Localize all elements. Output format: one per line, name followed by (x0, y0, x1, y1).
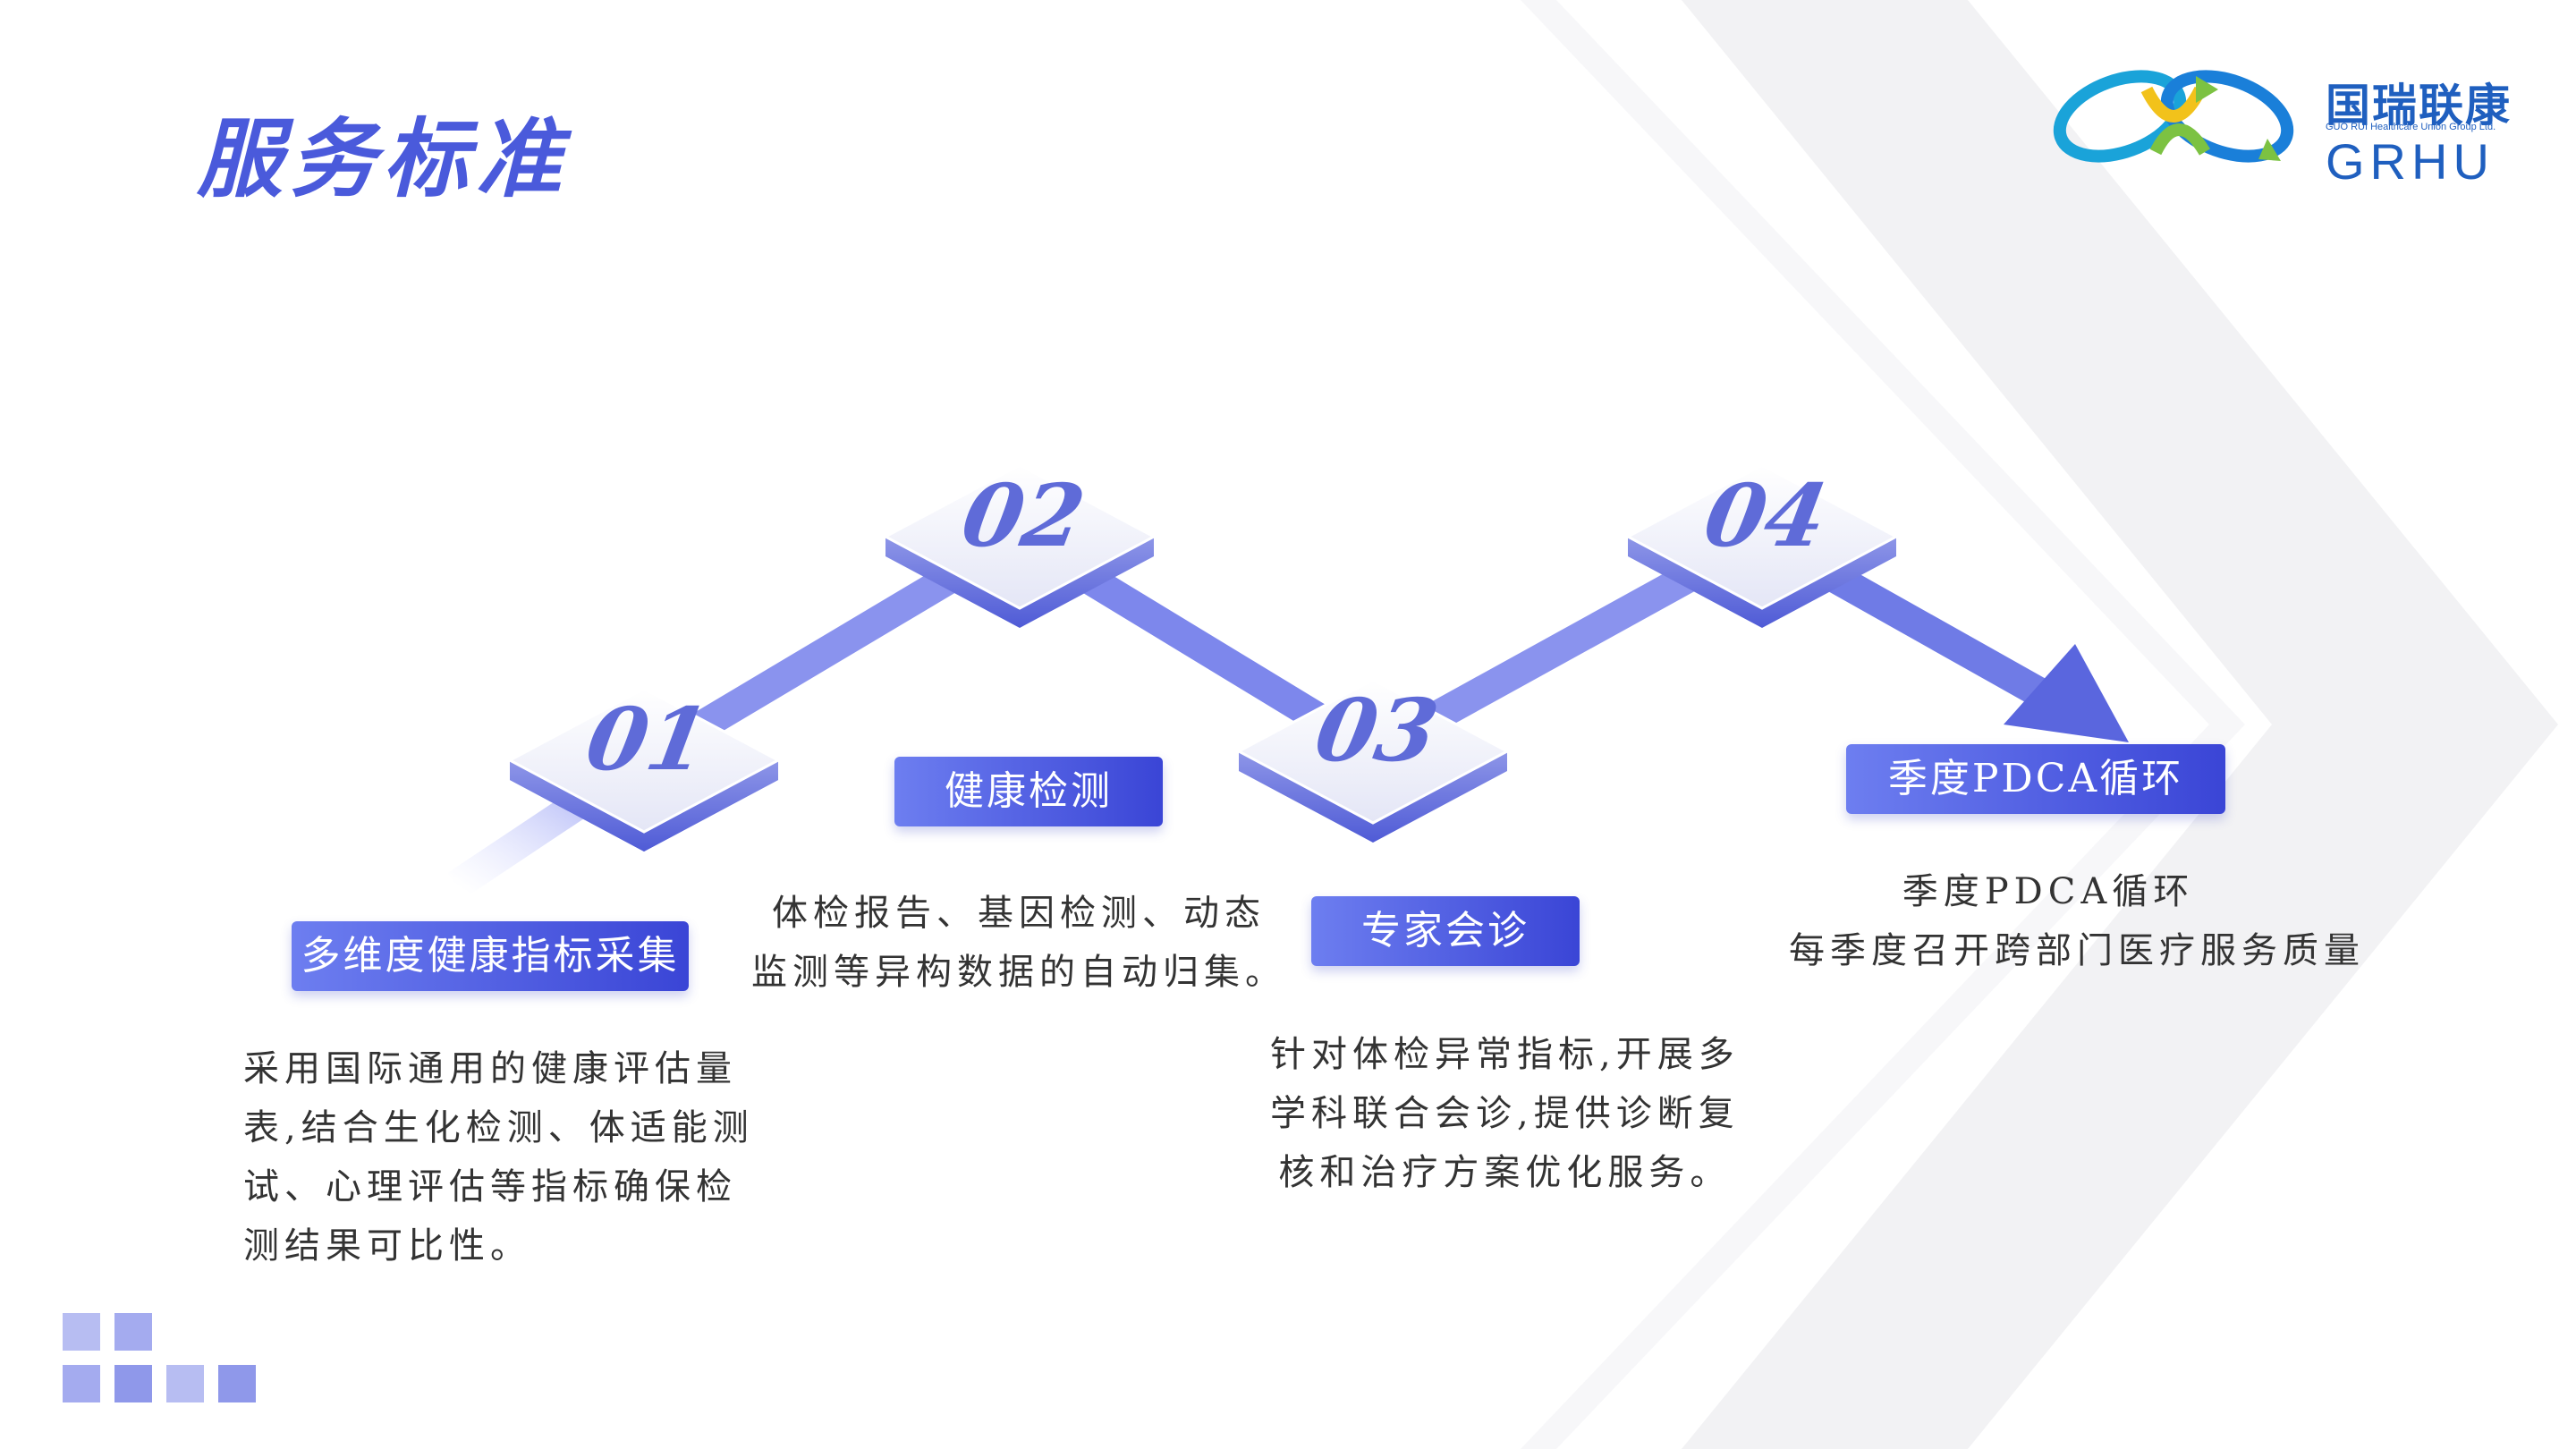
desc-line: 监测等异构数据的自动归集。 (751, 952, 1286, 993)
desc-line: 测结果可比性。 (243, 1225, 531, 1267)
desc-line: 针对体检异常指标,开展多 (1270, 1034, 1740, 1075)
desc-line: 采用国际通用的健康评估量 (243, 1048, 737, 1089)
step-desc-01: 采用国际通用的健康评估量 表,结合生化检测、体适能测 试、心理评估等指标确保检 … (243, 1039, 754, 1275)
step-label-01: 多维度健康指标采集 (292, 921, 689, 991)
step-desc-02: 体检报告、基因检测、动态 监测等异构数据的自动归集。 (751, 884, 1286, 1002)
step-tile-03: 03 (1235, 678, 1511, 843)
desc-line: 学科联合会诊,提供诊断复 (1270, 1093, 1740, 1134)
step-label-02: 健康检测 (894, 757, 1163, 826)
desc-line: 试、心理评估等指标确保检 (243, 1166, 737, 1208)
step-desc-03: 针对体检异常指标,开展多 学科联合会诊,提供诊断复 核和治疗方案优化服务。 (1270, 1025, 1740, 1202)
decor-square (218, 1365, 256, 1402)
desc-line: 每季度召开跨部门医疗服务质量 (1789, 930, 2365, 971)
step-number: 01 (579, 689, 716, 790)
company-logo: 国瑞联康 GUO RUI Healthcare Union Group Ltd.… (2048, 54, 2531, 190)
desc-line: 季度PDCA循环 (1902, 871, 2195, 912)
page-title: 服务标准 (197, 108, 569, 209)
decor-square (63, 1365, 100, 1402)
decor-square (63, 1313, 100, 1351)
desc-line: 表,结合生化检测、体适能测 (243, 1107, 754, 1148)
logo-subtitle: GUO RUI Healthcare Union Group Ltd. (2326, 122, 2496, 132)
step-desc-04: 季度PDCA循环 每季度召开跨部门医疗服务质量 (1789, 862, 2365, 980)
logo-chinese-name: 国瑞联康 (2326, 80, 2512, 131)
decor-square (114, 1313, 152, 1351)
logo-english-name: GRHU (2326, 133, 2495, 190)
step-number: 02 (954, 465, 1092, 566)
step-tile-01: 01 (506, 687, 782, 852)
step-label-03: 专家会诊 (1311, 896, 1580, 966)
step-tile-02: 02 (882, 463, 1157, 628)
decor-square (166, 1365, 204, 1402)
step-label-04: 季度PDCA循环 (1846, 744, 2225, 814)
desc-line: 体检报告、基因检测、动态 (772, 893, 1266, 934)
step-tile-04: 04 (1624, 463, 1900, 628)
flow-arrowhead-icon (2004, 644, 2129, 742)
step-number: 04 (1697, 465, 1835, 566)
desc-line: 核和治疗方案优化服务。 (1278, 1152, 1732, 1193)
decor-square (114, 1365, 152, 1402)
step-number: 03 (1308, 680, 1445, 781)
logo-rings-icon (2053, 70, 2294, 163)
